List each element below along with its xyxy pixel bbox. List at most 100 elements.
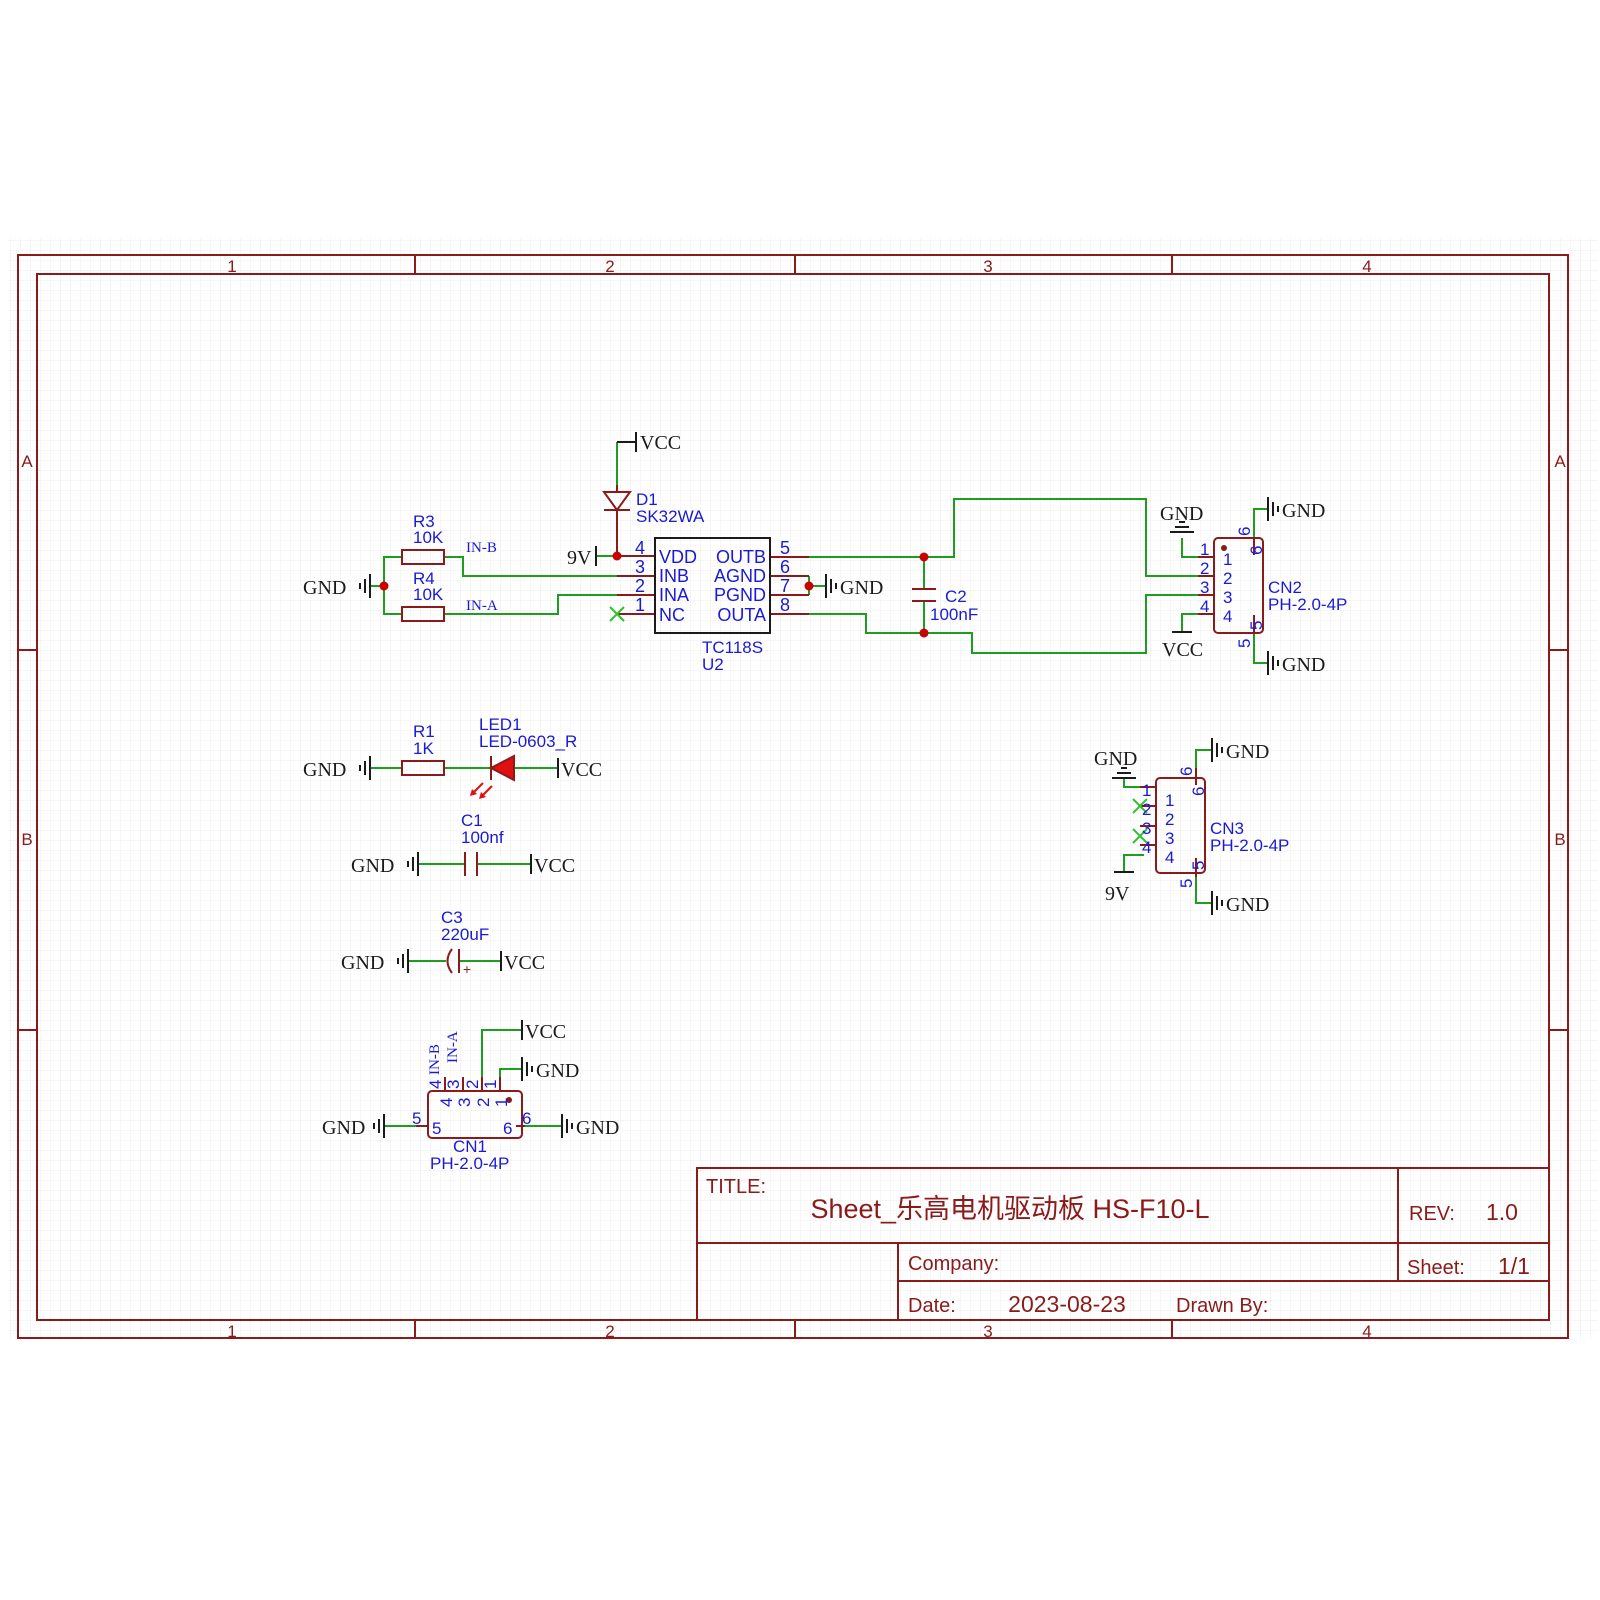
- u2-value: TC118S: [702, 638, 763, 657]
- cn1-pin1-dot: [506, 1097, 512, 1103]
- frame-labels: 1 2 3 4 1 2 3 4 A B A B: [21, 257, 1566, 1341]
- col-label-bottom-1: 1: [227, 1322, 236, 1341]
- col-label-bottom-4: 4: [1362, 1322, 1371, 1341]
- vcc-label-led: VCC: [561, 759, 602, 781]
- row-label-left-a: A: [21, 452, 33, 471]
- u2-pin-num-1: 1: [635, 595, 645, 615]
- gnd-label-cn3-right-top: GND: [1226, 741, 1269, 763]
- cn2-pin-ext-2: 2: [1200, 559, 1209, 578]
- cn2-pin-int-1: 1: [1223, 550, 1232, 569]
- col-label-top-3: 3: [983, 257, 992, 276]
- cn1-pin-ext-2: 2: [463, 1080, 482, 1089]
- u2-pin-name-vdd: VDD: [659, 547, 697, 567]
- c3-capacitor-symbol: [446, 948, 460, 974]
- gnd-label-cn1-right: GND: [576, 1117, 619, 1139]
- date-value: 2023-08-23: [1008, 1291, 1126, 1317]
- c1-capacitor-symbol: [464, 852, 478, 876]
- vcc-label-cn2: VCC: [1162, 639, 1203, 661]
- cn2-pin-int-6: 6: [1247, 546, 1266, 555]
- cn2-pin-int-2: 2: [1223, 569, 1232, 588]
- c2-capacitor-symbol: [912, 588, 936, 602]
- title-block: [696, 1167, 1550, 1321]
- 9v-label-vdd: 9V: [567, 547, 592, 569]
- wires: [370, 442, 1268, 1127]
- sheet-title: Sheet_乐高电机驱动板 HS-F10-L: [810, 1194, 1209, 1224]
- u2-pin-name-inb: INB: [659, 566, 689, 586]
- rev-label: REV:: [1409, 1203, 1455, 1225]
- c2-value: 100nF: [930, 605, 978, 624]
- u2-pin-name-ina: INA: [659, 585, 689, 605]
- row-label-right-b: B: [1554, 830, 1565, 849]
- cn3-value: PH-2.0-4P: [1210, 836, 1289, 855]
- col-label-top-2: 2: [605, 257, 614, 276]
- d1-diode-symbol: [602, 485, 632, 556]
- col-label-top-4: 4: [1362, 257, 1371, 276]
- gnd-label-c1: GND: [351, 855, 394, 877]
- u2-pin-labels: 4 3 2 1 VDD INB INA NC OUTB AGND PGND OU…: [635, 538, 790, 625]
- cn2-pin-numbers: 1 2 3 4 1 2 3 4 6 6 5 5: [1200, 527, 1266, 648]
- cn1-in-a-label: IN-A: [445, 1031, 461, 1063]
- u2-pin-name-pgnd: PGND: [714, 585, 766, 605]
- cn1-pin-ext-4: 4: [426, 1080, 445, 1089]
- u2-pin-num-3: 3: [635, 557, 645, 577]
- cn1-pin-int-1: 1: [492, 1098, 511, 1107]
- cn2-pin-ext-5: 5: [1235, 639, 1254, 648]
- r3-value: 10K: [413, 528, 444, 547]
- cn1-pin-int-3: 3: [455, 1098, 474, 1107]
- cn2-pin-ext-6: 6: [1235, 527, 1254, 536]
- c1-value: 100nf: [461, 828, 504, 847]
- cn1-pin-numbers: 4 3 2 1 4 3 2 1 5 5 6 6: [412, 1080, 531, 1138]
- cn3-pin-ext-3: 3: [1142, 819, 1151, 838]
- cn1-pin-int-5: 5: [432, 1119, 441, 1138]
- u2-pin-num-8: 8: [780, 595, 790, 615]
- cn1-pin-ext-6: 6: [522, 1109, 531, 1128]
- cn3-pin-numbers: 1 2 3 4 1 2 3 4 6 6 5 5: [1142, 767, 1208, 888]
- net-labels: VCC 9V GND GND GND VCC GND GND GND VCC G…: [303, 432, 1325, 1139]
- gnd-label-cn2-right-bottom: GND: [1282, 654, 1325, 676]
- grid-background: [8, 238, 1598, 1340]
- cn3-pin-int-6: 6: [1189, 787, 1208, 796]
- gnd-label-cn2-right-top: GND: [1282, 500, 1325, 522]
- u2-pin-num-4: 4: [635, 538, 645, 558]
- r4-ref: R4: [413, 569, 435, 588]
- rev-value: 1.0: [1486, 1199, 1518, 1225]
- vcc-label-c3: VCC: [504, 952, 545, 974]
- cn3-pin-int-2: 2: [1165, 810, 1174, 829]
- gnd-label-cn2-top: GND: [1160, 503, 1203, 525]
- gnd-label-cn1-left: GND: [322, 1117, 365, 1139]
- cn3-connector-body: [1155, 777, 1206, 874]
- row-label-right-a: A: [1554, 452, 1566, 471]
- cn1-pin-int-6: 6: [503, 1119, 512, 1138]
- vcc-label-d1: VCC: [640, 432, 681, 454]
- drawn-by-label: Drawn By:: [1176, 1295, 1268, 1317]
- signal-labels: IN-B IN-A IN-B IN-A: [427, 540, 498, 1075]
- cn3-pin-ext-4: 4: [1142, 838, 1151, 857]
- c2-ref: C2: [945, 587, 967, 606]
- u2-pin-num-5: 5: [780, 538, 790, 558]
- cn1-in-b-label: IN-B: [427, 1044, 443, 1075]
- col-label-bottom-3: 3: [983, 1322, 992, 1341]
- vcc-label-c1: VCC: [534, 855, 575, 877]
- cn2-ref: CN2: [1268, 578, 1302, 597]
- u2-pin-num-2: 2: [635, 576, 645, 596]
- led1-value: LED-0603_R: [479, 732, 577, 751]
- cn2-connector-body: [1213, 537, 1264, 634]
- cn3-ref: CN3: [1210, 819, 1244, 838]
- r1-resistor-body: [401, 760, 445, 776]
- d1-ref: D1: [636, 490, 658, 509]
- c3-value: 220uF: [441, 925, 489, 944]
- u2-ic-body: [654, 537, 771, 634]
- cn2-pin-ext-4: 4: [1200, 597, 1209, 616]
- c1-ref: C1: [461, 811, 483, 830]
- led1-symbol: [470, 754, 515, 799]
- r3-ref: R3: [413, 512, 435, 531]
- gnd-label-agnd: GND: [840, 577, 883, 599]
- cn2-pin1-dot: [1221, 545, 1227, 551]
- sheet-label: Sheet:: [1407, 1257, 1465, 1279]
- row-label-left-b: B: [21, 830, 32, 849]
- cn3-pin-int-4: 4: [1165, 848, 1174, 867]
- r3-resistor-body: [401, 549, 445, 565]
- d1-value: SK32WA: [636, 507, 705, 526]
- cn1-ref: CN1: [453, 1137, 487, 1156]
- no-connect-marks: [609, 606, 1148, 844]
